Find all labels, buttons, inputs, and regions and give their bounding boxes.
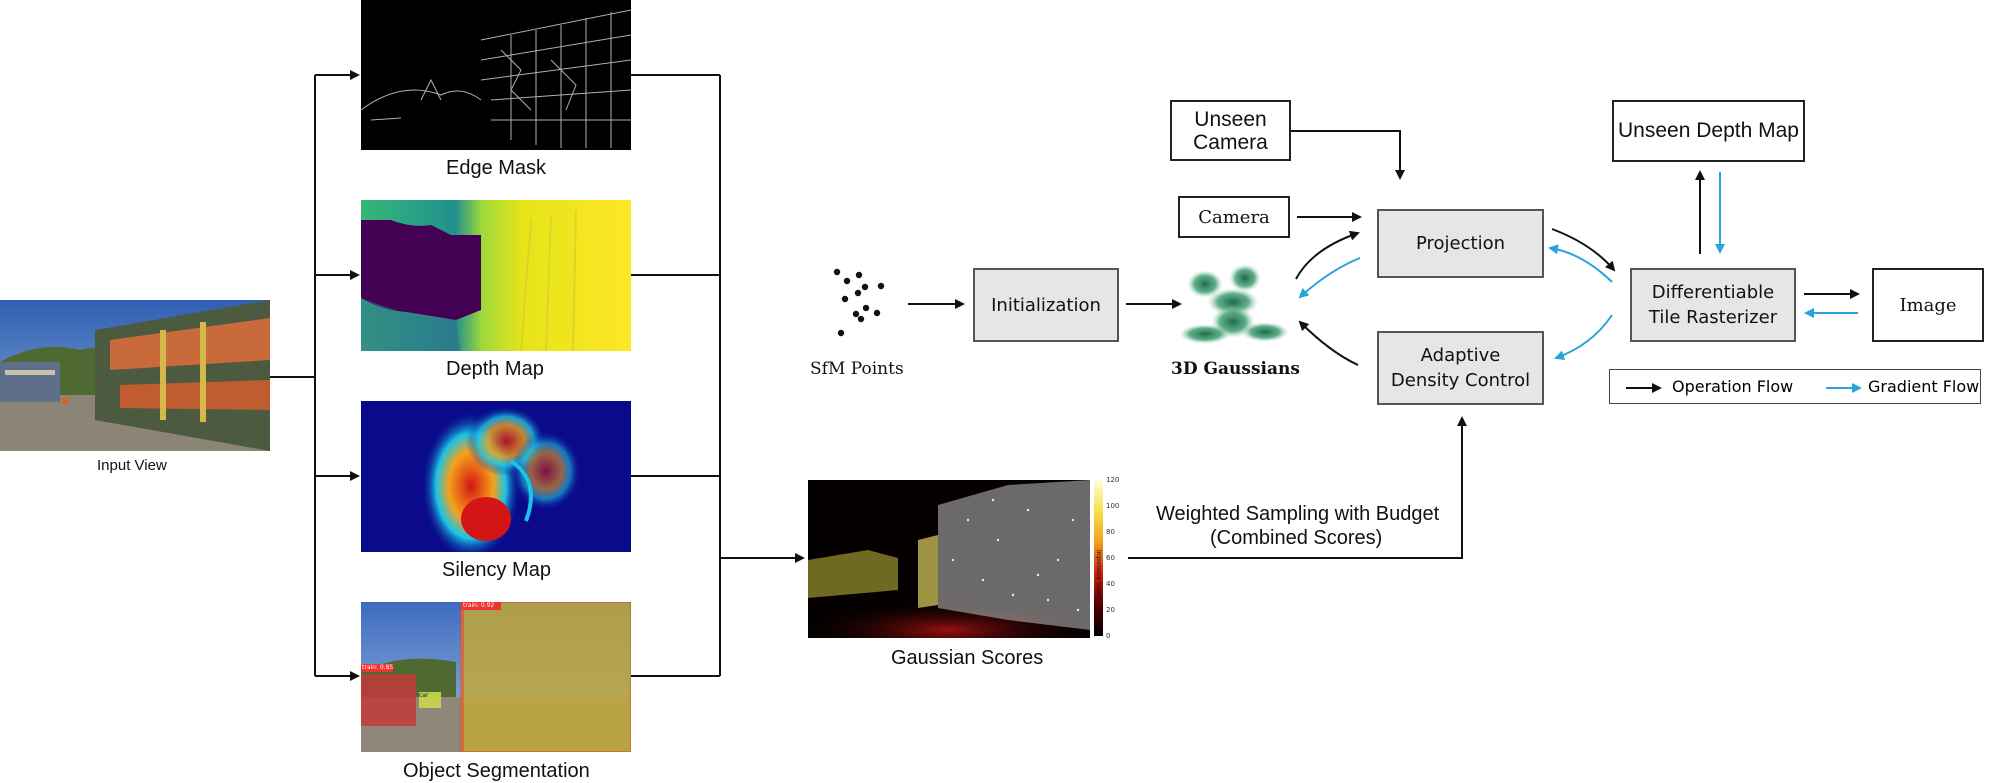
- colorbar-tick-label: 100: [1106, 502, 1120, 510]
- sampling-connector: [1128, 416, 1467, 559]
- initialization-box: Initialization: [973, 268, 1119, 342]
- grad-rasterizer-adaptive: [1554, 314, 1613, 360]
- depth-map-label: Depth Map: [446, 358, 544, 380]
- edge-mask-label: Edge Mask: [446, 157, 547, 179]
- gaussians-label: 3D Gaussians: [1171, 359, 1300, 379]
- colorbar-title: Importance Score: [1095, 550, 1101, 598]
- merge-connector: [631, 74, 805, 677]
- branch-connector: [270, 70, 360, 681]
- unseen-camera-box: Unseen Camera: [1170, 100, 1291, 161]
- adaptive-density-line1: Adaptive: [1420, 345, 1501, 366]
- colorbar-tick-label: 60: [1106, 554, 1115, 562]
- sfm-points-label: SfM Points: [810, 359, 904, 379]
- unseen-camera-line2: Camera: [1193, 130, 1268, 154]
- seg-tag-3: car: [419, 692, 429, 699]
- image-box: Image: [1872, 268, 1984, 342]
- depth-map-image: [361, 200, 631, 351]
- arrow-unseen-camera-projection: [1291, 130, 1405, 180]
- legend-arrows: [1626, 383, 1862, 393]
- saliency-map-label: Silency Map: [442, 559, 551, 581]
- legend-gradient-label: Gradient Flow: [1868, 377, 1980, 396]
- sampling-label-line1: Weighted Sampling with Budget: [1156, 503, 1440, 525]
- camera-box: Camera: [1178, 196, 1290, 238]
- object-segmentation-image: [361, 602, 631, 752]
- image-label: Image: [1899, 294, 1957, 316]
- saliency-map-image: [361, 401, 631, 552]
- projection-box: Projection: [1377, 209, 1544, 278]
- colorbar-tick-label: 120: [1106, 476, 1120, 484]
- importance-colorbar: [1094, 480, 1103, 636]
- input-view-image: [0, 300, 270, 451]
- colorbar-tick-label: 20: [1106, 606, 1115, 614]
- unseen-camera-line1: Unseen: [1194, 107, 1267, 131]
- colorbar-tick-label: 40: [1106, 580, 1115, 588]
- unseen-depth-map-box: Unseen Depth Map: [1612, 100, 1805, 162]
- grad-rasterizer-projection: [1548, 244, 1613, 283]
- grad-projection-gaussians: [1298, 257, 1361, 299]
- arrow-projection-rasterizer: [1551, 228, 1616, 272]
- adaptive-density-line2: Density Control: [1390, 370, 1531, 391]
- colorbar-tick-label: 80: [1106, 528, 1115, 536]
- gaussian-scores-image: [808, 480, 1090, 638]
- edge-mask-image: [361, 0, 631, 150]
- seg-tag-1: train: 0.92: [463, 602, 495, 609]
- object-segmentation-label: Object Segmentation: [403, 760, 590, 782]
- input-view-label: Input View: [97, 457, 167, 474]
- rasterizer-line2: Tile Rasterizer: [1648, 307, 1778, 328]
- arrow-gaussians-projection: [1295, 230, 1360, 280]
- gaussian-scores-label: Gaussian Scores: [891, 647, 1044, 669]
- rasterizer-line1: Differentiable: [1651, 282, 1775, 303]
- unseen-depth-map-label: Unseen Depth Map: [1618, 119, 1799, 142]
- seg-tag-2: train: 0.85: [362, 664, 394, 671]
- rasterizer-box: Differentiable Tile Rasterizer: [1630, 268, 1796, 342]
- adaptive-density-box: Adaptive Density Control: [1377, 331, 1544, 405]
- initialization-label: Initialization: [991, 294, 1101, 316]
- legend: Operation Flow Gradient Flow: [1609, 369, 1981, 404]
- projection-label: Projection: [1415, 233, 1505, 254]
- camera-label: Camera: [1198, 206, 1270, 228]
- gaussians-icon: [1179, 264, 1289, 344]
- colorbar-tick-label: 0: [1106, 632, 1111, 640]
- sfm-points-icon: [833, 268, 885, 337]
- legend-operation-label: Operation Flow: [1672, 377, 1794, 396]
- sampling-label-line2: (Combined Scores): [1210, 527, 1383, 549]
- arrow-adaptive-gaussians: [1298, 320, 1359, 366]
